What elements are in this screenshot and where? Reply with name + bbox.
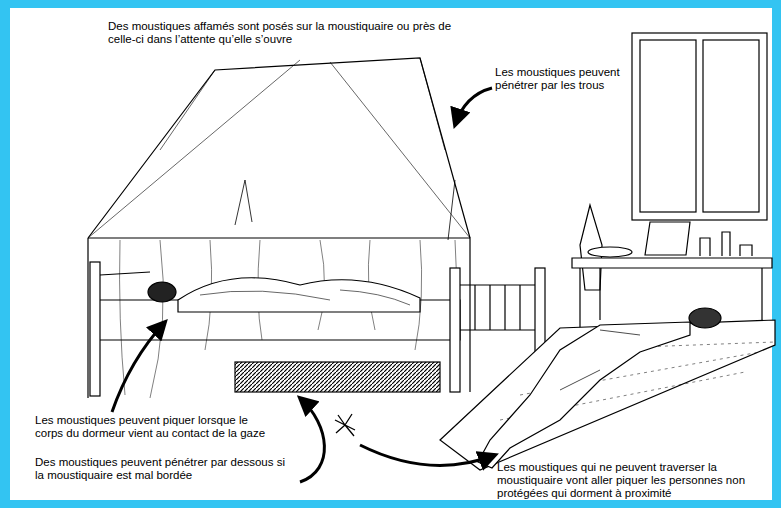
floor-mattress xyxy=(440,320,775,470)
basin xyxy=(588,247,632,257)
footboard xyxy=(460,285,535,330)
sleeper-head xyxy=(148,282,176,302)
net-folds xyxy=(88,58,470,238)
net-body xyxy=(88,238,470,398)
leader-arrow xyxy=(112,322,165,412)
window-pane xyxy=(703,40,759,212)
table-items xyxy=(645,222,752,256)
bed-post xyxy=(450,268,460,392)
leader-arrow xyxy=(455,88,492,125)
blanket xyxy=(178,278,420,312)
blanket-folds xyxy=(200,290,410,305)
net-canopy xyxy=(88,58,470,238)
window-pane xyxy=(640,40,696,212)
callout-text: Des moustiques peuvent pénétrer par dess… xyxy=(35,456,297,482)
window xyxy=(632,33,767,220)
mosquito xyxy=(335,414,355,436)
rug xyxy=(235,362,440,392)
net-holes xyxy=(235,180,455,240)
callout-text: Les moustiques peuvent pénétrer par les … xyxy=(495,66,627,92)
person-body xyxy=(478,322,690,468)
callout-text: Les moustiques qui ne peuvent traverser … xyxy=(497,461,775,500)
net-gauze xyxy=(120,240,457,398)
person-head xyxy=(689,308,721,328)
table-top xyxy=(572,258,772,268)
bed-post xyxy=(90,262,100,396)
leader-arrow xyxy=(360,445,495,465)
person-folds xyxy=(560,330,640,390)
panel xyxy=(10,8,772,500)
drawing xyxy=(88,33,775,470)
callout-text: Les moustiques peuvent piquer lorsque le… xyxy=(35,414,275,440)
callout-text: Des moustiques affamés sont posés sur la… xyxy=(108,20,478,46)
bed-frame xyxy=(100,272,460,340)
leader-arrow xyxy=(300,398,324,482)
